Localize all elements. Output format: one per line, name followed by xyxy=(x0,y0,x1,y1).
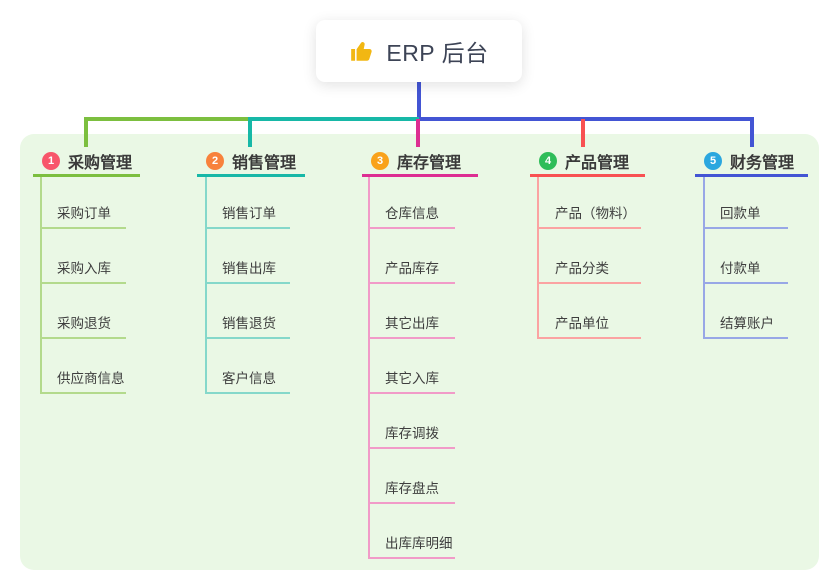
child-node[interactable]: 采购入库 xyxy=(40,258,126,284)
child-node[interactable]: 产品库存 xyxy=(368,258,455,284)
branch-number-badge: 5 xyxy=(704,151,722,170)
child-node-label: 产品单位 xyxy=(555,316,609,331)
branch-number-badge: 4 xyxy=(539,151,557,170)
child-node-label: 结算账户 xyxy=(720,316,774,331)
child-node-label: 销售订单 xyxy=(222,206,276,221)
thumbs-up-icon xyxy=(349,38,375,64)
child-node[interactable]: 产品分类 xyxy=(537,258,641,284)
branch-spine-line xyxy=(368,177,370,559)
child-node-label: 供应商信息 xyxy=(57,371,125,386)
branch-spine-line xyxy=(537,177,539,339)
child-node-label: 采购退货 xyxy=(57,316,111,331)
child-node-label: 库存盘点 xyxy=(385,481,439,496)
child-node[interactable]: 客户信息 xyxy=(205,368,290,394)
branch-label: 销售管理 xyxy=(232,154,297,172)
connector-horizontal-right xyxy=(419,117,754,121)
branch-node-5[interactable]: 5 财务管理 xyxy=(695,147,808,177)
branch-spine-line xyxy=(205,177,207,394)
child-node-label: 产品（物料） xyxy=(555,206,636,221)
child-node-label: 产品库存 xyxy=(385,261,439,276)
child-node[interactable]: 结算账户 xyxy=(703,313,788,339)
child-node-label: 销售出库 xyxy=(222,261,276,276)
child-node[interactable]: 仓库信息 xyxy=(368,203,455,229)
child-node-label: 客户信息 xyxy=(222,371,276,386)
child-node[interactable]: 库存盘点 xyxy=(368,478,455,504)
connector-drop-branch-2 xyxy=(248,119,252,147)
branch-number-badge: 3 xyxy=(371,151,389,170)
branch-label: 产品管理 xyxy=(565,154,630,172)
child-node-label: 其它入库 xyxy=(385,371,439,386)
branches-background-panel xyxy=(20,134,819,570)
connector-drop-branch-1 xyxy=(84,119,88,147)
connector-horizontal-center xyxy=(248,117,421,121)
connector-drop-branch-4 xyxy=(581,119,585,147)
child-node[interactable]: 供应商信息 xyxy=(40,368,126,394)
child-node-label: 销售退货 xyxy=(222,316,276,331)
child-node[interactable]: 回款单 xyxy=(703,203,788,229)
child-node[interactable]: 采购退货 xyxy=(40,313,126,339)
branch-label: 采购管理 xyxy=(68,154,133,172)
child-node[interactable]: 出库库明细 xyxy=(368,533,455,559)
branch-node-2[interactable]: 2 销售管理 xyxy=(197,147,305,177)
branch-label: 库存管理 xyxy=(397,154,462,172)
branch-spine-line xyxy=(40,177,42,394)
child-node-label: 付款单 xyxy=(720,261,761,276)
branch-spine-line xyxy=(703,177,705,339)
child-node[interactable]: 销售退货 xyxy=(205,313,290,339)
root-node-label: ERP 后台 xyxy=(386,40,489,66)
connector-trunk xyxy=(417,82,421,121)
child-node[interactable]: 产品（物料） xyxy=(537,203,641,229)
child-node[interactable]: 采购订单 xyxy=(40,203,126,229)
branch-number-badge: 2 xyxy=(206,151,224,170)
child-node[interactable]: 产品单位 xyxy=(537,313,641,339)
child-node-label: 其它出库 xyxy=(385,316,439,331)
branch-node-1[interactable]: 1 采购管理 xyxy=(33,147,140,177)
branch-label: 财务管理 xyxy=(730,154,795,172)
child-node-label: 库存调拨 xyxy=(385,426,439,441)
connector-drop-branch-5 xyxy=(750,119,754,147)
child-node-label: 采购入库 xyxy=(57,261,111,276)
connector-horizontal-left xyxy=(84,117,252,121)
branch-number-badge: 1 xyxy=(42,151,60,170)
child-node[interactable]: 销售订单 xyxy=(205,203,290,229)
child-node[interactable]: 销售出库 xyxy=(205,258,290,284)
branch-node-4[interactable]: 4 产品管理 xyxy=(530,147,645,177)
child-node[interactable]: 库存调拨 xyxy=(368,423,455,449)
child-node-label: 产品分类 xyxy=(555,261,609,276)
branch-node-3[interactable]: 3 库存管理 xyxy=(362,147,478,177)
child-node-label: 仓库信息 xyxy=(385,206,439,221)
child-node[interactable]: 付款单 xyxy=(703,258,788,284)
child-node[interactable]: 其它出库 xyxy=(368,313,455,339)
child-node-label: 采购订单 xyxy=(57,206,111,221)
child-node-label: 回款单 xyxy=(720,206,761,221)
connector-drop-branch-3 xyxy=(416,119,420,147)
root-node-erp[interactable]: ERP 后台 xyxy=(316,20,522,82)
child-node[interactable]: 其它入库 xyxy=(368,368,455,394)
child-node-label: 出库库明细 xyxy=(385,536,453,551)
